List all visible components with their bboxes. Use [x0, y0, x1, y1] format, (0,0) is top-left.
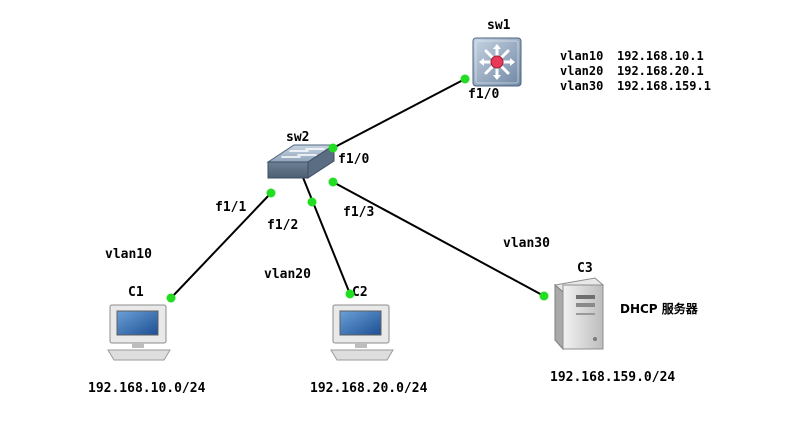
link-sw2-c1 — [170, 192, 272, 299]
sw1-vlan20-ip: 192.168.20.1 — [617, 64, 704, 78]
port-sw2-f1-2: f1/2 — [267, 218, 298, 233]
sw2-device[interactable]: sw2 — [266, 130, 336, 179]
pc-icon — [107, 304, 171, 361]
sw1-label: sw1 — [487, 18, 511, 33]
switch-icon — [266, 144, 336, 179]
sw1-vlan20-name: vlan20 — [560, 64, 603, 78]
pc-icon — [330, 304, 394, 361]
sw2-label: sw2 — [286, 130, 309, 145]
c2-device[interactable]: C2 — [330, 285, 394, 361]
port-sw1-f1-0: f1/0 — [468, 87, 499, 102]
link-sw1-sw2 — [332, 78, 466, 149]
sw1-vlan10-ip: 192.168.10.1 — [617, 49, 704, 63]
link-sw2-c2 — [301, 174, 351, 295]
sw1-vlan30-name: vlan30 — [560, 79, 603, 93]
port-dot-sw2-f1-1 — [266, 188, 276, 198]
c1-label: C1 — [128, 285, 144, 300]
subnet-c2: 192.168.20.0/24 — [310, 381, 428, 396]
subnet-c3: 192.168.159.0/24 — [550, 370, 675, 385]
port-dot-c2 — [345, 289, 355, 299]
sw1-vlan-table: vlan10 192.168.10.1 vlan20 192.168.20.1 … — [560, 49, 711, 93]
port-sw2-f1-3: f1/3 — [343, 205, 374, 220]
port-dot-sw2-f1-3 — [328, 177, 338, 187]
server-icon — [553, 277, 605, 351]
c3-role-label: DHCP 服务器 — [620, 301, 699, 316]
vlan-c2: vlan20 — [264, 267, 311, 282]
sw1-vlan30-ip: 192.168.159.1 — [617, 79, 711, 93]
c2-label: C2 — [352, 285, 368, 300]
c3-label: C3 — [577, 261, 593, 276]
layer3-switch-icon — [472, 37, 522, 87]
port-dot-sw2-f1-0 — [328, 143, 338, 153]
link-sw2-c3 — [332, 181, 545, 297]
vlan-c3: vlan30 — [503, 236, 550, 251]
port-sw2-f1-1: f1/1 — [215, 200, 246, 215]
c1-device[interactable]: C1 — [107, 285, 171, 361]
port-dot-sw2-f1-2 — [307, 197, 317, 207]
subnet-c1: 192.168.10.0/24 — [88, 381, 206, 396]
port-sw2-f1-0: f1/0 — [338, 152, 369, 167]
vlan-c1: vlan10 — [105, 247, 152, 262]
sw1-vlan10-name: vlan10 — [560, 49, 603, 63]
sw1-device[interactable]: sw1 — [472, 18, 522, 87]
port-dot-c3 — [539, 291, 549, 301]
port-dot-sw1-f1-0 — [460, 74, 470, 84]
port-dot-c1 — [166, 293, 176, 303]
c3-device[interactable]: C3 DHCP 服务器 — [553, 261, 699, 351]
